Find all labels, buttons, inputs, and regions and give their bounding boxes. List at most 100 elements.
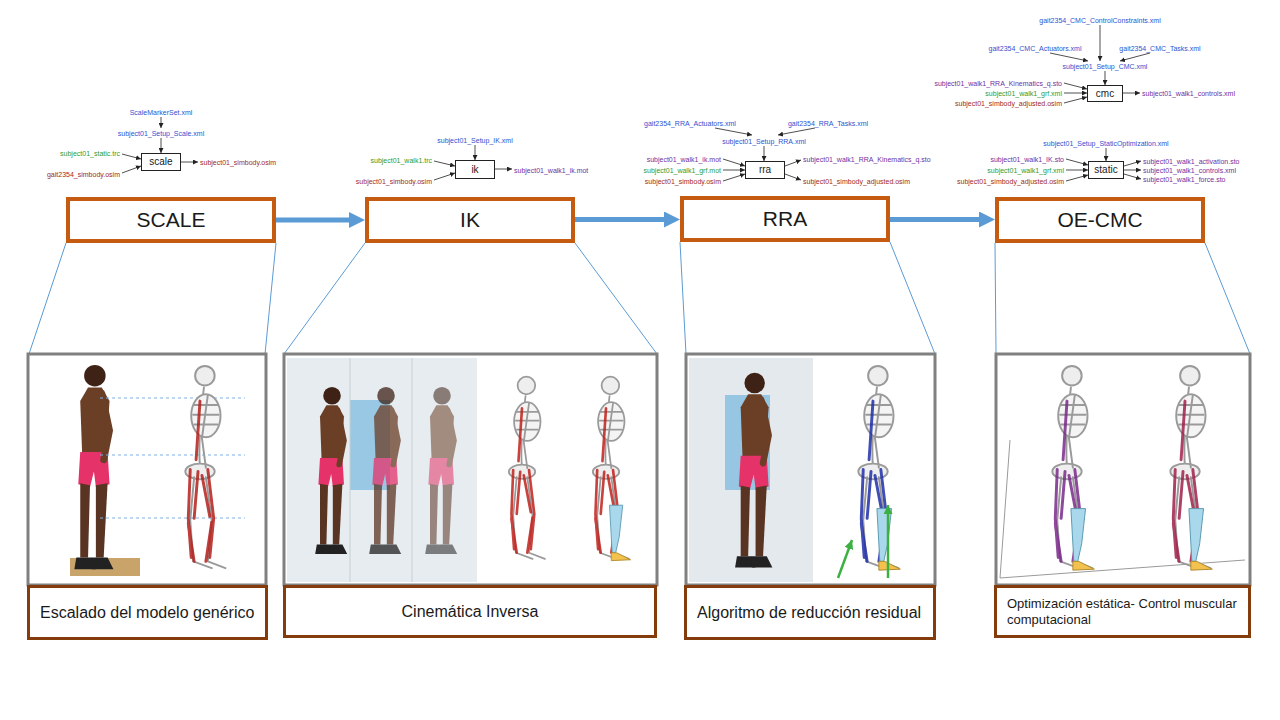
file-arrow: [1066, 159, 1088, 165]
file-arrow: [122, 166, 141, 173]
prosthesis: [1071, 509, 1094, 571]
file-arrow: [1105, 71, 1106, 85]
caption-box: Cinemática Inversa: [283, 585, 657, 638]
file-arrow: [161, 117, 162, 128]
zoom-line: [1205, 243, 1250, 354]
file-arrow: [785, 174, 801, 180]
rra-illustration: [689, 358, 900, 582]
file-arrow: [434, 173, 455, 180]
caption-box: Optimización estática- Control muscular …: [994, 585, 1251, 638]
process-name: rra: [759, 164, 771, 176]
zoom-lines: [29, 242, 1250, 354]
file-arrow: [1064, 97, 1087, 103]
file-arrow: [475, 145, 476, 160]
file-name: ScaleMarkerSet.xml: [130, 108, 193, 117]
subject-photo: [735, 373, 772, 568]
stage-name: IK: [460, 207, 480, 232]
caption-box: Escalado del modelo genérico: [27, 585, 268, 640]
flow-arrow: [276, 218, 349, 223]
file-name: gait2354_CMC_Tasks.xml: [1119, 44, 1200, 53]
file-name: subject01_simbody.osim: [200, 158, 276, 167]
file-name: subject01_Setup_Scale.xml: [118, 129, 204, 138]
file-arrow: [715, 128, 752, 135]
zoom-line: [680, 242, 686, 354]
file-name: subject01_simbody_adjusted.osim: [957, 177, 1064, 186]
stage-box: OE-CMC: [995, 197, 1205, 243]
file-name: subject01_walk1_controls.xml: [1143, 166, 1236, 175]
zoom-line: [265, 243, 276, 354]
scale-guides: [100, 398, 245, 518]
stage-name: RRA: [763, 206, 807, 231]
file-name: subject01_simbody_adjusted.osim: [803, 177, 910, 186]
flow-arrow: [890, 217, 979, 222]
file-name: subject01_walk1_RRA_Kinematics_q.sto: [934, 79, 1062, 88]
stage-name: OE-CMC: [1057, 207, 1142, 232]
frame-split: [412, 358, 413, 582]
file-arrow: [1124, 161, 1141, 166]
file-arrow: [122, 154, 141, 159]
file-name: subject01_Setup_RRA.xml: [722, 137, 806, 146]
process-box: ik: [455, 160, 495, 179]
skeleton-model: [509, 377, 545, 559]
muscle-lines: [511, 408, 534, 552]
file-arrow: [1123, 93, 1140, 94]
caption-text: Escalado del modelo genérico: [40, 603, 254, 622]
file-name: subject01_walk1_controls.xml: [1142, 89, 1235, 98]
flow-arrow: [575, 217, 664, 222]
file-arrow: [1106, 148, 1107, 161]
file-name: subject01_simbody.osim: [356, 177, 432, 186]
caption-box: Algoritmo de reducción residual: [684, 585, 936, 640]
process-box: rra: [745, 161, 785, 179]
file-arrow: [723, 159, 745, 166]
file-arrow: [1064, 83, 1087, 89]
zoom-line: [284, 243, 365, 354]
file-arrow: [764, 146, 765, 161]
file-arrow: [161, 138, 162, 153]
zoom-line: [890, 242, 935, 354]
file-name: subject01_simbody_adjusted.osim: [955, 99, 1062, 108]
file-arrow: [723, 174, 745, 181]
file-arrow: [495, 169, 512, 170]
process-box: static: [1088, 161, 1124, 179]
zoom-line: [29, 243, 66, 354]
force-vector: [838, 540, 852, 578]
file-name: subject01_walk1_ik.mot: [647, 155, 721, 164]
image-panel: [996, 354, 1250, 585]
stage-box: IK: [365, 197, 575, 243]
file-arrow: [434, 161, 455, 166]
file-name: subject01_walk1_ik.mot: [514, 166, 588, 175]
file-name: gait2354_RRA_Tasks.xml: [788, 119, 868, 128]
image-panel: [28, 354, 266, 585]
process-name: ik: [471, 164, 478, 176]
caption-text: Algoritmo de reducción residual: [697, 603, 921, 622]
file-arrows: [122, 25, 1150, 181]
file-name: subject01_walk1_activation.sto: [1143, 157, 1240, 166]
file-name: gait2354_simbody.osim: [47, 170, 120, 179]
file-name: subject01_Setup_IK.xml: [437, 136, 513, 145]
file-name: gait2354_CMC_Actuators.xml: [989, 44, 1082, 53]
zoom-line: [995, 243, 996, 354]
file-name: gait2354_CMC_ControlConstraints.xml: [1039, 16, 1160, 25]
subject-photo: [74, 365, 113, 569]
file-arrow: [1066, 175, 1088, 181]
muscle-lines: [188, 401, 213, 561]
file-name: subject01_walk1_grf.mot: [644, 166, 721, 175]
force-vector: [887, 505, 890, 578]
file-name: subject01_static.trc: [60, 149, 120, 158]
ground-plane: [1000, 440, 1245, 578]
prosthesis: [1189, 509, 1212, 571]
caption-text: Optimización estática- Control muscular …: [1007, 596, 1238, 627]
file-name: subject01_walk1.trc: [371, 156, 432, 165]
file-arrow: [1120, 53, 1150, 61]
frame-split: [350, 358, 351, 582]
file-arrow: [1100, 25, 1101, 61]
photo-ground: [287, 358, 477, 582]
zoom-line: [575, 243, 657, 354]
process-box: cmc: [1087, 85, 1123, 102]
file-name: subject01_walk1_RRA_Kinematics_q.sto: [803, 155, 931, 164]
process-name: static: [1094, 164, 1117, 176]
scaling-illustration: [70, 365, 245, 576]
process-name: scale: [149, 156, 172, 168]
ik-illustration: [287, 358, 631, 582]
